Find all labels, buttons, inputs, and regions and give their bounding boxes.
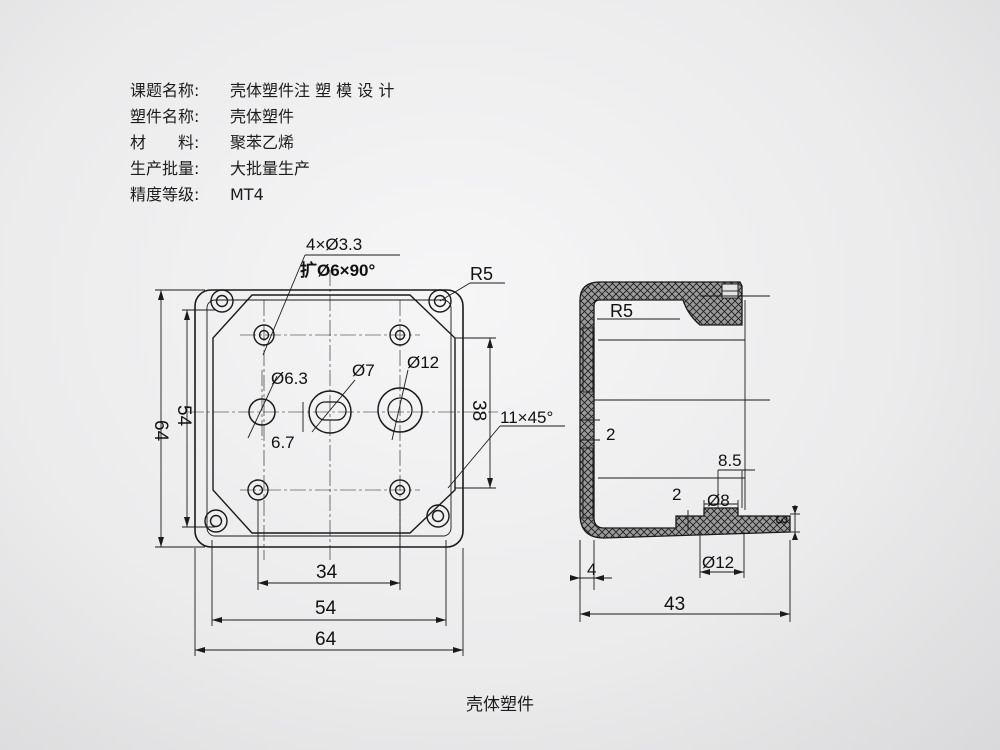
hole-phi63 [248,398,276,426]
section-dimension-lines [570,295,800,622]
chamfer-label: 11×45° [500,408,553,427]
dim-phi63: Ø6.3 [271,369,308,388]
corner-radius-label: R5 [470,264,493,284]
section-dimension-arrows [570,506,798,617]
spec-value: 聚苯乙烯 [230,133,295,152]
dim-67: 6.7 [271,433,295,452]
dim-38: 38 [468,400,489,421]
screw-hole [247,324,411,501]
spec-value: 壳体塑件注 塑 模 设 计 [230,81,395,100]
dim-64-h: 64 [315,629,337,650]
section-wall [579,281,791,539]
spec-row-precision: 精度等级: MT4 [130,182,394,208]
dim-85: 8.5 [718,451,742,470]
dimension-arrows [158,290,493,653]
dim-43: 43 [664,594,685,615]
spec-table: 课题名称: 壳体塑件注 塑 模 设 计 塑件名称: 壳体塑件 材 料: 聚苯乙烯 生产… [130,78,394,208]
spec-row-part-name: 塑件名称: 壳体塑件 [130,104,394,130]
dim-boss-2: 2 [672,485,681,504]
dim-54-h: 54 [315,598,337,619]
spec-label: 塑件名称: [130,107,200,126]
spec-label: 生产批量: [130,159,200,178]
spec-value: MT4 [230,185,264,204]
counterbore-note: 扩Ø6×90° [300,260,376,280]
dim-section-phi12: Ø12 [702,553,734,572]
hole-phi12-inner [387,397,413,423]
spec-value: 壳体塑件 [230,107,295,126]
front-view [155,254,565,656]
spec-label: 材 料: [130,133,200,152]
dim-34-h: 34 [316,562,338,583]
dim-3: 3 [772,515,791,524]
inner-outline [206,299,452,537]
dim-phi8: Ø8 [707,491,730,510]
dimension-lines [155,289,496,656]
dim-54-v: 54 [173,405,194,427]
leader-lines [247,254,565,489]
hole-phi7-outer [308,390,352,434]
dim-4: 4 [587,560,596,579]
spec-row-batch: 生产批量: 大批量生产 [130,156,394,182]
outer-outline [194,289,464,548]
drawing-caption: 壳体塑件 [466,695,534,715]
spec-row-topic: 课题名称: 壳体塑件注 塑 模 设 计 [130,78,394,104]
dim-phi7: Ø7 [352,361,375,380]
spec-value: 大批量生产 [230,159,311,178]
hole-phi7-slot [315,401,347,421]
spec-row-material: 材 料: 聚苯乙烯 [130,130,394,156]
dim-phi12: Ø12 [407,353,439,372]
section-inner-lines [582,300,770,519]
section-radius-label: R5 [610,301,633,321]
corner-hole [204,289,452,533]
chamfered-boss-outline [212,294,456,534]
spec-label: 精度等级: [130,185,200,204]
dim-wall-2: 2 [606,425,615,444]
hole-phi12-outer [377,387,423,433]
spec-label: 课题名称: [130,81,200,100]
dim-64-v: 64 [150,420,171,442]
hole-note: 4×Ø3.3 [306,235,362,254]
section-view [570,281,800,622]
